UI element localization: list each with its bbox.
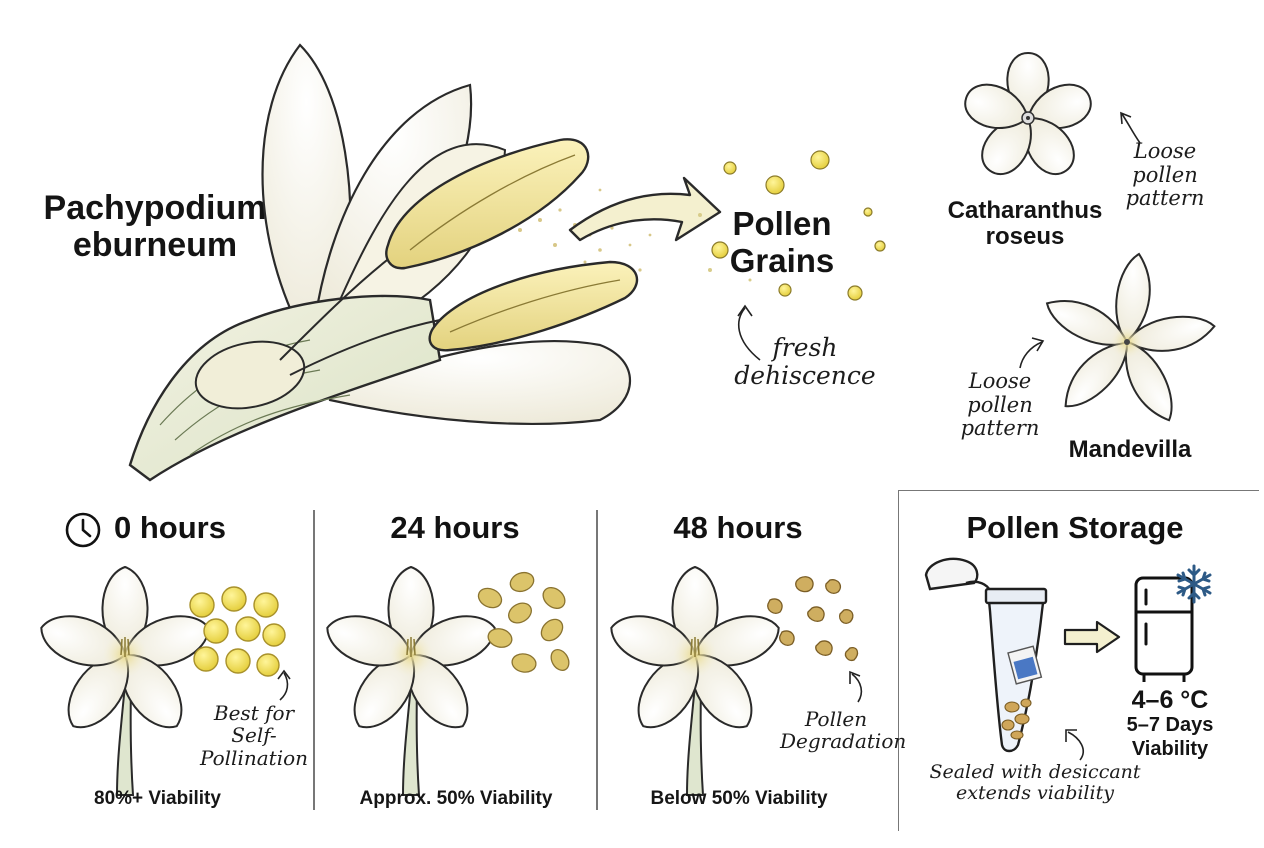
mandevilla-note: Loose pollen pattern [960,369,1040,441]
catharanthus-note-arrow [1120,111,1141,144]
microtube-icon [924,557,1048,753]
fresh-pollen-cluster [189,586,286,677]
clock-icon [65,512,101,548]
flower-24h-illustration [326,565,496,796]
mandevilla-name: Mandevilla [1068,436,1192,463]
viability-24h: Approx. 50% Viability [359,788,553,809]
flower-longitudinal-illustration [128,43,722,482]
storage-duration-label: Viability [1131,738,1209,760]
catharanthus-name: Catharanthus roseus [947,197,1103,250]
pollen-grains-label: Pollen Grains [729,205,835,279]
panel-divider [313,510,315,810]
best-for-self-pollination-note: Best for Self- Pollination [199,701,309,770]
catharanthus-flower-illustration [964,51,1092,176]
refrigerator-icon [1134,576,1194,682]
degraded-pollen-cluster [767,576,859,662]
timeline-heading-48h: 48 hours [673,510,803,545]
flower-0h-illustration [40,565,210,796]
catharanthus-note: Loose pollen pattern [1125,139,1205,211]
mandevilla-note-arrow [1019,337,1045,369]
flower-48h-illustration [610,565,780,796]
note-arrow-48h [849,670,863,703]
storage-note-arrow [1065,729,1084,761]
snowflake-icon [1176,564,1212,604]
mandevilla-flower-illustration [1045,252,1216,422]
viability-0h: 80%+ Viability [94,788,221,809]
fresh-dehiscence-note: fresh dehiscence [734,333,876,390]
timeline-heading-24h: 24 hours [390,510,520,545]
viability-48h: Below 50% Viability [650,788,828,809]
desiccant-packet-icon [1007,645,1043,685]
note-arrow-0h [277,669,291,701]
timeline-heading-0h: 0 hours [114,510,226,545]
pollen-grains-scatter [698,150,886,361]
main-flower-name: Pachypodium eburneum [43,189,267,264]
storage-heading: Pollen Storage [966,510,1184,545]
panel-divider [596,510,598,810]
storage-arrow [1063,620,1121,654]
storage-temperature: 4–6 °C [1131,686,1209,714]
storage-duration: 5–7 Days [1126,714,1214,736]
pollen-degradation-note: Pollen Degradation [780,707,907,754]
aged-pollen-cluster [477,571,570,673]
storage-panel-frame [898,490,1259,831]
storage-note: Sealed with desiccant extends viability [929,761,1141,805]
